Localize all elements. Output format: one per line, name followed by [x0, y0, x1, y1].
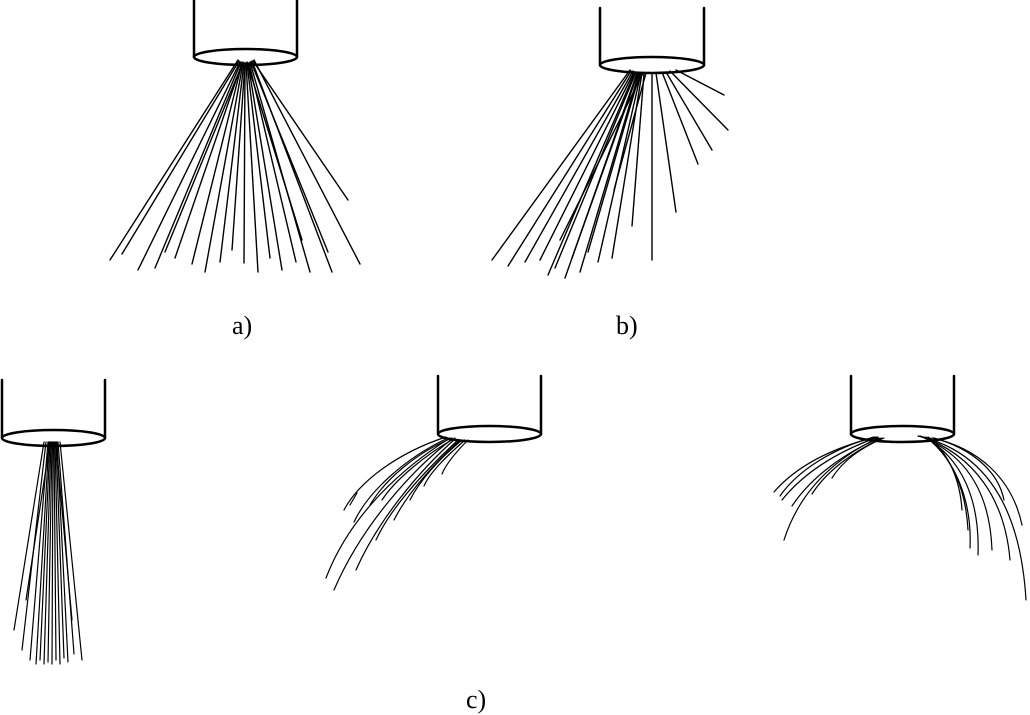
label-a: a) [232, 311, 252, 340]
label-b: b) [616, 311, 638, 340]
spray-lines-c-middle [325, 436, 469, 591]
nozzle-a [192, 0, 299, 67]
spray-lines-c-right-right-side [917, 435, 1027, 601]
spray-lines-c-left [13, 441, 83, 665]
nozzle-c-middle [436, 374, 543, 444]
spray-lines-c-right-left-side [773, 436, 885, 541]
spray-lines-a [109, 59, 361, 273]
nozzle-b [598, 6, 706, 75]
label-c: c) [466, 685, 486, 714]
spray-lines-b [491, 69, 729, 279]
nozzle-c-right [849, 374, 956, 444]
nozzle-c-left [0, 378, 107, 448]
